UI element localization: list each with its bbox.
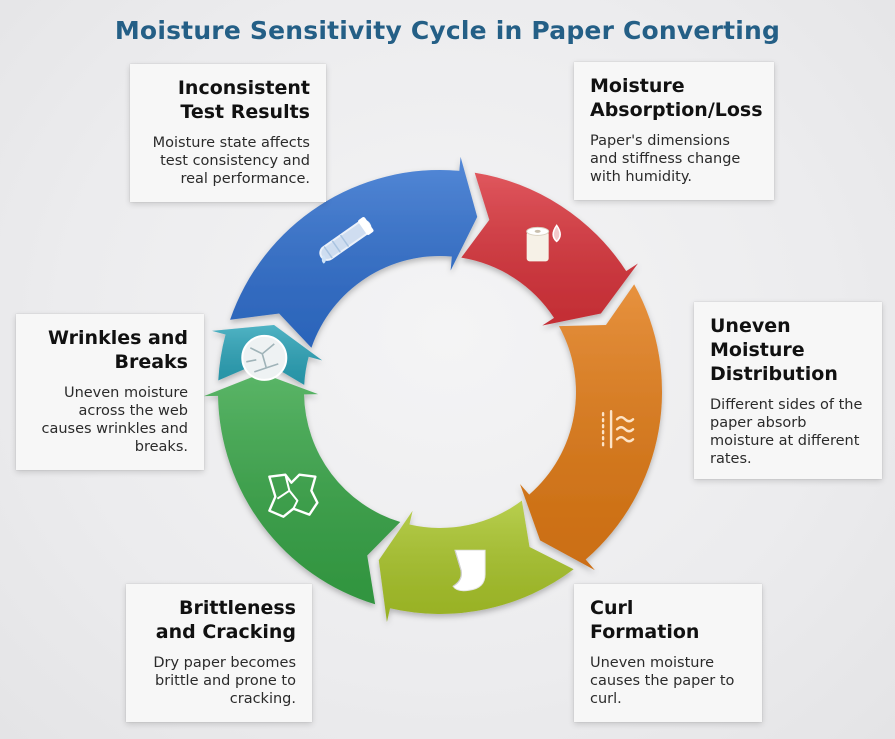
card-text: Dry paper becomes brittle and prone to c… [153,655,296,707]
segment-gloss [461,172,638,326]
card-heading: Wrinkles and Breaks [48,327,188,373]
page-title: Moisture Sensitivity Cycle in Paper Conv… [114,16,781,45]
card-heading: Brittleness and Cracking [155,597,296,643]
card-text: Paper's dimensions and stiffness change … [590,133,741,185]
crumpled-paper-icon [241,334,288,381]
card-heading: Curl Formation [590,597,700,643]
card-curl-formation: Curl Formation Uneven moisture causes th… [574,584,762,722]
segment-gloss [204,373,401,605]
cracked-paper-icon [268,473,319,518]
segment-gloss [520,284,663,571]
test-tube-icon [319,217,374,264]
card-text: Uneven moisture across the web causes wr… [41,385,188,455]
card-heading: Moisture Absorption/Loss [590,75,763,121]
card-text: Different sides of the paper absorb mois… [710,397,863,467]
curled-paper-icon [452,549,486,592]
card-text: Uneven moisture causes the paper to curl… [590,655,735,707]
moisture-waves-icon [601,410,635,449]
card-brittleness-and-cracking: Brittleness and Cracking Dry paper becom… [126,584,312,722]
paper-roll-droplet-icon [526,224,561,262]
card-heading: Inconsistent Test Results [177,77,310,123]
card-wrinkles-and-breaks: Wrinkles and Breaks Uneven moisture acro… [16,314,204,470]
card-heading: Uneven Moisture Distribution [710,315,838,385]
card-moisture-absorption-loss: Moisture Absorption/Loss Paper's dimensi… [574,62,774,200]
card-inconsistent-test-results: Inconsistent Test Results Moisture state… [130,64,326,202]
segment-gloss [230,156,478,348]
card-text: Moisture state affects test consistency … [152,135,310,187]
card-uneven-moisture-distribution: Uneven Moisture Distribution Different s… [694,302,882,479]
